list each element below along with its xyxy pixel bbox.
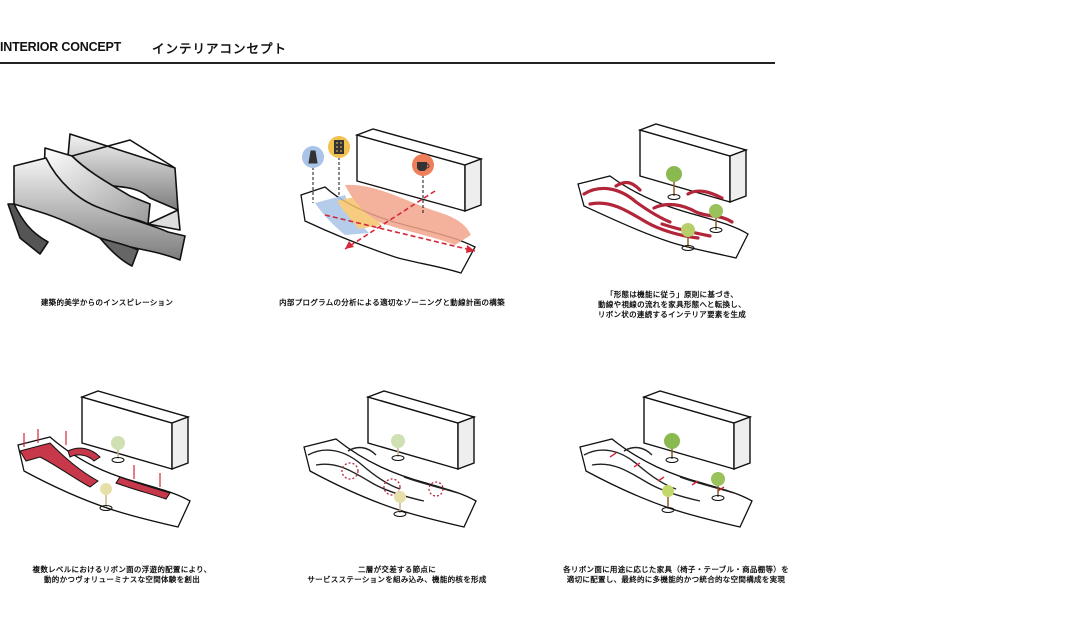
floor-plate <box>303 438 477 528</box>
arrow-head <box>345 241 354 249</box>
ribbon-bands <box>19 442 171 500</box>
floor-plate <box>579 438 753 528</box>
panel-1-diagram <box>7 133 186 267</box>
service-nodes <box>341 462 444 497</box>
furniture-marks <box>609 452 725 492</box>
trees <box>666 166 723 251</box>
tree-icon <box>666 166 682 200</box>
tree-icon <box>664 433 680 463</box>
panel-5-diagram <box>303 390 477 528</box>
panel-1-caption: 建築的美学からのインスピレーション <box>40 298 174 307</box>
header-title-en: INTERIOR CONCEPT <box>0 40 122 54</box>
icon-leaders <box>312 157 424 213</box>
lift-arrows <box>23 429 161 487</box>
panel-3-caption: 「形態は機能に従う」原則に基づき、 動線や視線の流れを家具形態へと転換し、 リボ… <box>597 290 747 319</box>
ribbon-sculpture <box>7 133 186 267</box>
tree-icon <box>391 434 405 461</box>
header-divider <box>0 62 775 64</box>
tree-icon <box>393 491 407 517</box>
panel-2-diagram <box>300 128 484 274</box>
tree-icon <box>709 204 723 233</box>
panel-4-caption: 複数レベルにおけるリボン面の浮遊的配置により、 動的かつヴォリューミナスな空間体… <box>32 565 212 584</box>
zone-areas <box>315 184 471 245</box>
panel-6-caption: 各リボン面に用途に応じた家具（椅子・テーブル・商品棚等）を 適切に配置し、最終的… <box>563 565 789 584</box>
ribbon-outlines <box>307 446 459 502</box>
building-icon <box>328 136 350 158</box>
building-volume <box>354 128 484 213</box>
building-volume <box>637 123 749 204</box>
panel-6-diagram <box>579 390 753 528</box>
panel-3-diagram <box>577 123 749 259</box>
tree-icon <box>111 436 125 463</box>
tree-icon <box>99 483 113 511</box>
tree-icon <box>681 223 695 251</box>
panel-2-caption: 内部プログラムの分析による適切なゾーニングと動線計画の構築 <box>279 298 505 307</box>
trees <box>391 434 407 517</box>
panel-5-caption: 二層が交差する節点に サービスステーションを組み込み、機能的核を形成 <box>307 565 487 584</box>
tower-icon <box>302 146 324 168</box>
building-volume <box>641 390 753 471</box>
building-volume <box>79 390 191 471</box>
panel-4-diagram <box>17 390 191 528</box>
circulation-arrows <box>324 190 476 252</box>
tree-icon <box>711 472 725 501</box>
trees <box>661 433 725 513</box>
tree-icon <box>661 485 675 513</box>
arrow-head <box>466 245 475 253</box>
trees <box>99 436 125 511</box>
building-volume <box>365 390 477 471</box>
coffee-icon <box>412 154 434 176</box>
header-title-jp: インテリアコンセプト <box>152 41 288 56</box>
